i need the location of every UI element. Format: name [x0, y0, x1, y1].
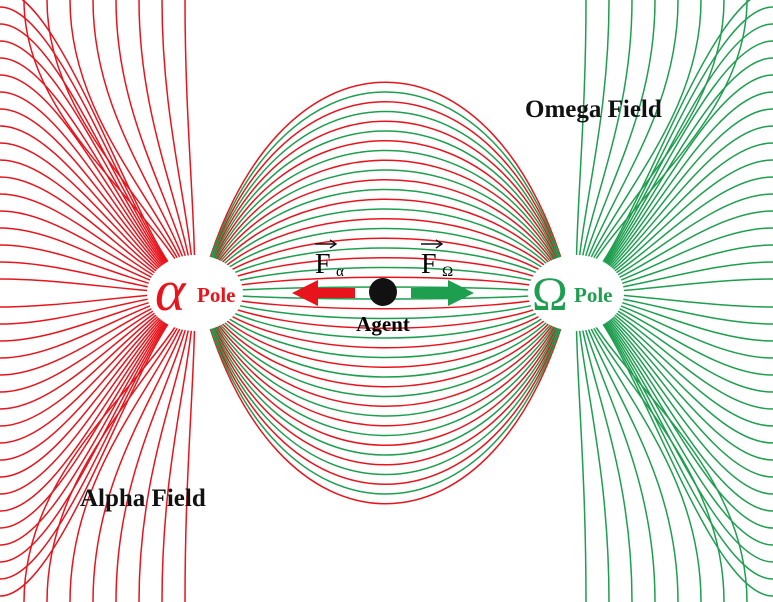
field-line	[23, 292, 196, 602]
omega-force-subscript: Ω	[442, 264, 453, 280]
field-line	[199, 292, 572, 466]
field-line	[23, 0, 196, 294]
field-line	[575, 292, 702, 602]
alpha-force-arrow	[292, 280, 355, 306]
agent-label: Agent	[356, 312, 410, 336]
field-line	[199, 292, 572, 368]
alpha-force-subscript: α	[336, 264, 344, 280]
field-line	[199, 237, 572, 294]
field-line	[199, 159, 572, 294]
agent-dot	[369, 278, 397, 306]
omega-pole-area	[528, 255, 624, 331]
field-line	[199, 292, 572, 427]
omega-pole-label: Pole	[574, 283, 612, 307]
field-line	[199, 81, 572, 294]
field-line	[199, 208, 572, 294]
field-line	[199, 292, 572, 485]
field-line	[199, 292, 572, 437]
alpha-pole-label: Pole	[197, 283, 235, 307]
alpha-field-label: Alpha Field	[80, 485, 206, 512]
omega-pole-symbol: Ω	[532, 268, 568, 321]
field-line	[199, 292, 572, 339]
field-line	[199, 179, 572, 294]
field-line	[199, 188, 572, 294]
field-line	[575, 292, 725, 602]
field-line	[46, 292, 196, 602]
field-line	[199, 110, 572, 294]
field-line	[199, 227, 572, 294]
field-line	[199, 140, 572, 294]
field-line	[199, 198, 572, 294]
field-line	[199, 130, 572, 294]
field-line	[199, 292, 572, 495]
field-line	[199, 292, 572, 388]
omega-force-symbol: F	[421, 249, 437, 280]
omega-force-label: F Ω	[421, 239, 453, 280]
field-line	[199, 292, 572, 505]
field-line	[199, 292, 572, 349]
omega-field-lines	[199, 0, 773, 602]
field-line	[199, 292, 572, 398]
field-line	[199, 292, 572, 407]
field-line	[575, 292, 679, 602]
omega-field-label: Omega Field	[525, 96, 662, 123]
alpha-force-symbol: F	[315, 249, 331, 280]
field-line	[199, 247, 572, 294]
field-line	[575, 0, 725, 294]
field-line	[199, 101, 572, 294]
alpha-pole-symbol: α	[155, 258, 187, 323]
field-line	[69, 292, 196, 602]
alpha-force-label: F α	[315, 239, 344, 280]
field-line	[199, 292, 572, 476]
field-line	[199, 169, 572, 294]
field-line	[199, 292, 572, 359]
field-line	[575, 292, 748, 602]
field-line	[199, 91, 572, 294]
field-line	[199, 292, 572, 446]
field-line	[199, 292, 572, 456]
field-line	[46, 0, 196, 294]
field-line	[199, 292, 572, 378]
omega-force-arrow	[411, 280, 474, 306]
field-line	[199, 292, 572, 417]
alpha-pole-area	[147, 255, 243, 331]
field-line	[199, 120, 572, 294]
field-line	[92, 292, 196, 602]
field-line	[199, 218, 572, 294]
field-line	[575, 0, 748, 294]
field-line	[199, 149, 572, 294]
